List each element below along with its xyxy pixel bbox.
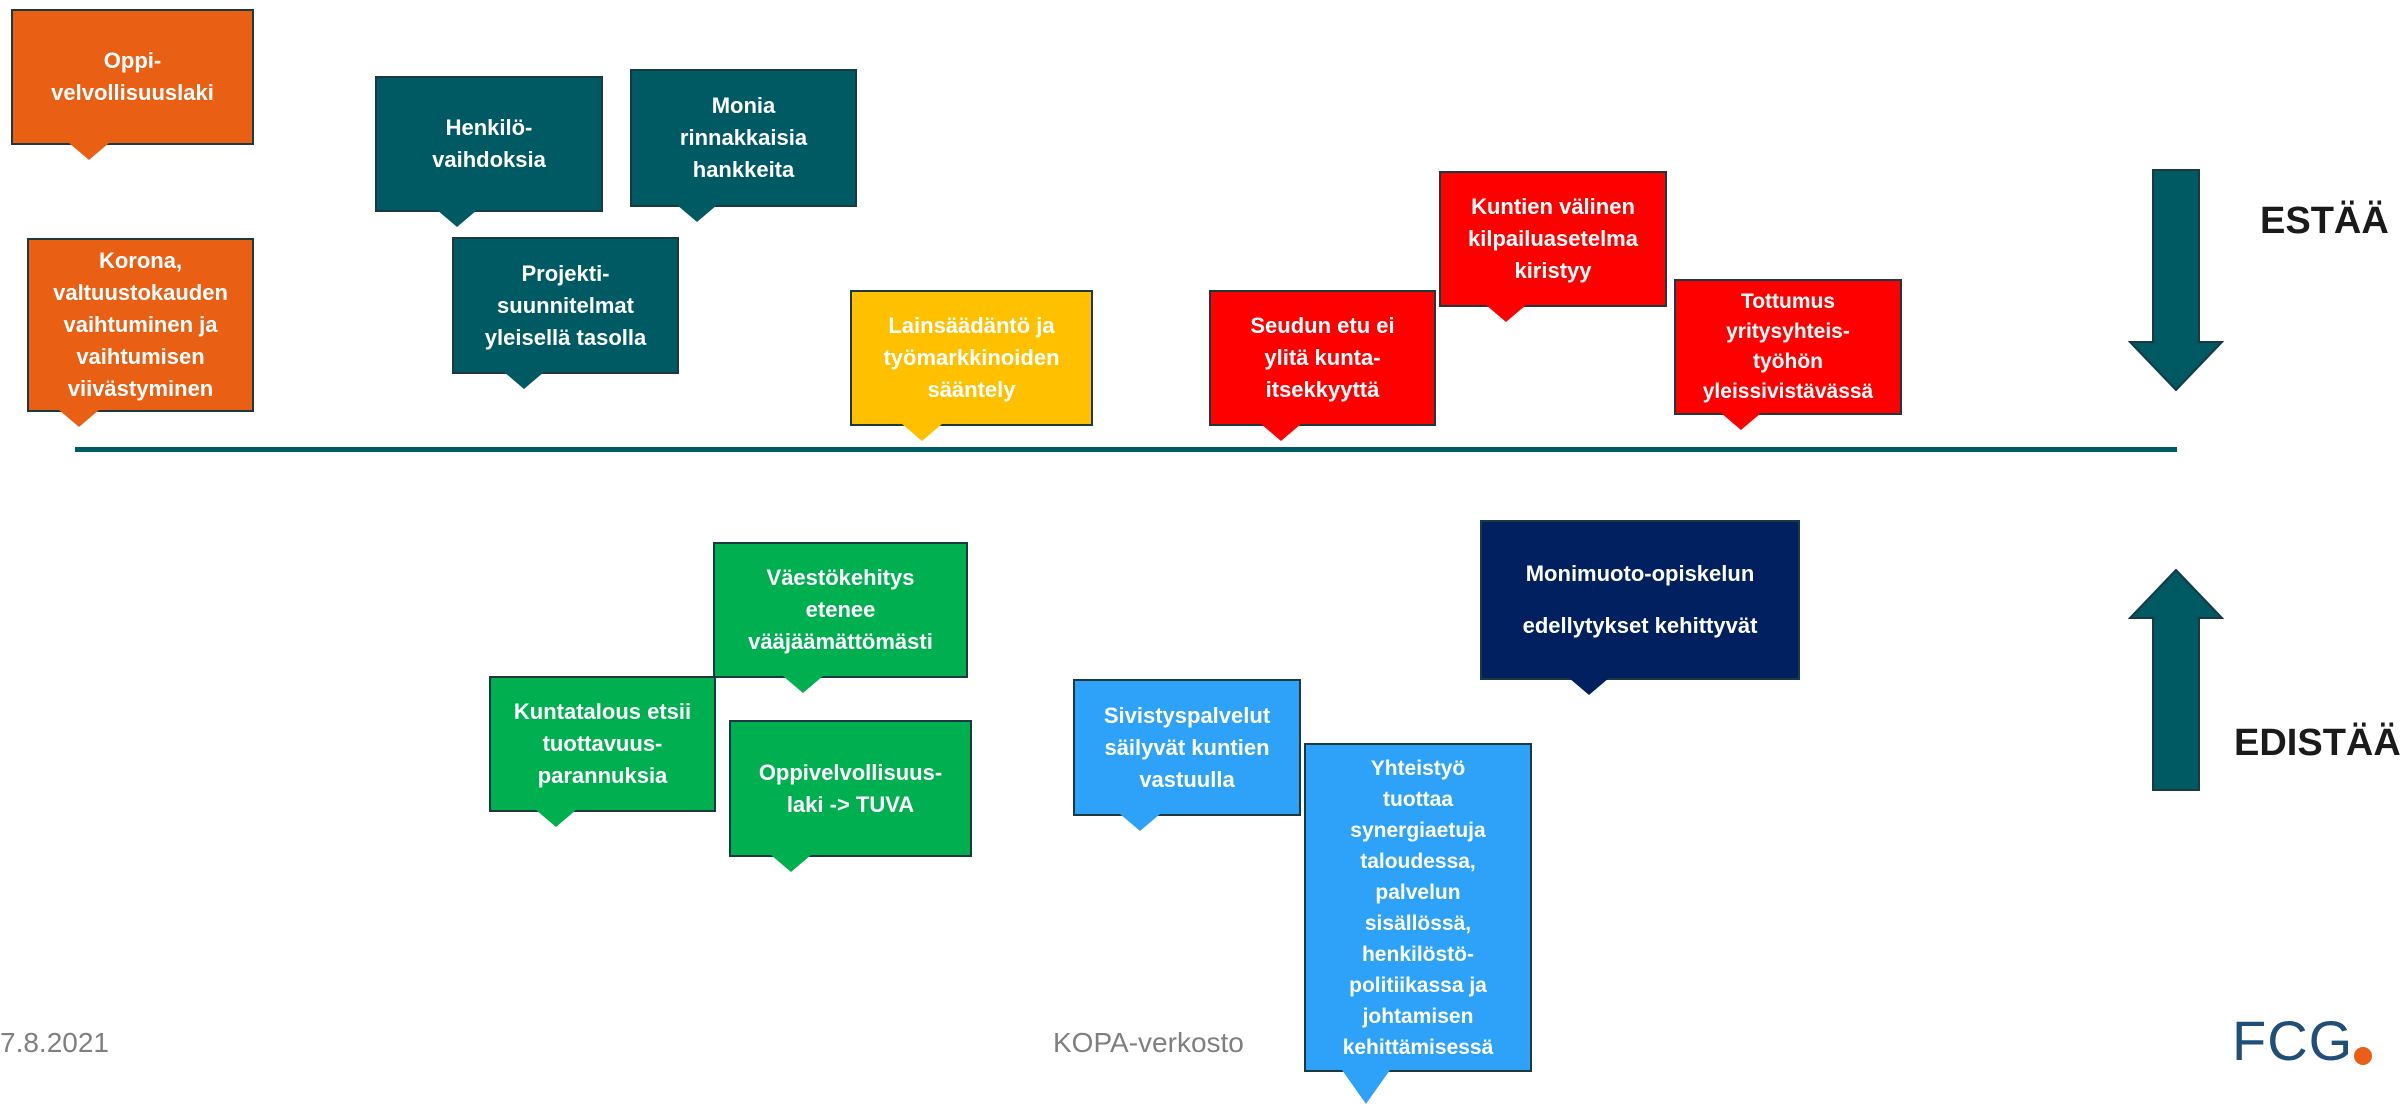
bubble-projektisuunnitelmat: Projekti- suunnitelmat yleisellä tasolla — [452, 237, 679, 389]
bubble-tottumus: Tottumus yritysyhteis- työhön yleissivis… — [1674, 279, 1902, 430]
bubble-pointer — [1342, 1070, 1390, 1104]
bubble-yhteistyo: Yhteistyö tuottaa synergiaetuja taloudes… — [1304, 743, 1532, 1104]
bubble-text: Oppivelvollisuus- laki -> TUVA — [758, 759, 943, 817]
bubble-monimuoto-opiskelu: Monimuoto-opiskelun edellytykset kehitty… — [1480, 520, 1800, 695]
bubble-monia-hankkeita: Monia rinnakkaisia hankkeita — [630, 69, 857, 222]
divider-line — [75, 447, 2177, 452]
bubble-text-line-1: Monimuoto-opiskelun — [1525, 561, 1755, 586]
bubble-vaestokehitys: Väestökehitys etenee vääjäämättömästi — [713, 542, 968, 693]
bubble-text: Tottumus yritysyhteis- työhön yleissivis… — [1702, 290, 1874, 403]
bubble-text-line-2: edellytykset kehittyvät — [1522, 613, 1758, 638]
bubble-text: Väestökehitys etenee vääjäämättömästi — [748, 565, 933, 654]
bubble-pointer — [1261, 424, 1301, 441]
logo-dot-icon — [2354, 1047, 2372, 1065]
footer-date: 7.8.2021 — [0, 1027, 109, 1058]
bubble-text: Lainsäädäntö ja työmarkkinoiden sääntely — [883, 313, 1060, 402]
bubble-text: Kuntatalous etsii tuottavuus- parannuksi… — [513, 699, 692, 788]
bubble-korona: Korona, valtuustokauden vaihtuminen ja v… — [27, 238, 254, 427]
bubble-pointer — [1721, 413, 1761, 430]
bubble-text: Monia rinnakkaisia hankkeita — [679, 93, 808, 182]
label-edistaa: EDISTÄÄ — [2234, 722, 2401, 764]
bubble-pointer — [504, 372, 544, 389]
bubble-pointer — [902, 424, 942, 441]
bubble-text: Kuntien välinen kilpailuasetelma kiristy… — [1468, 194, 1638, 283]
footer-network: KOPA-verkosto — [1053, 1027, 1244, 1058]
bubble-pointer — [536, 810, 576, 827]
arrow-up-icon — [2128, 568, 2224, 791]
bubble-kuntatalous: Kuntatalous etsii tuottavuus- parannuksi… — [489, 676, 716, 827]
arrow-down-icon — [2128, 169, 2224, 392]
label-estaa: ESTÄÄ — [2260, 200, 2389, 242]
bubble-text: Yhteistyö tuottaa synergiaetuja taloudes… — [1342, 756, 1494, 1059]
bubble-text: Oppi- velvollisuuslaki — [51, 48, 214, 105]
bubble-sivistyspalvelut: Sivistyspalvelut säilyvät kuntien vastuu… — [1073, 679, 1301, 831]
bubble-text: Henkilö- vaihdoksia — [432, 115, 546, 172]
bubble-henkilovaihdoksia: Henkilö- vaihdoksia — [375, 76, 603, 227]
bubble-text: Projekti- suunnitelmat yleisellä tasolla — [484, 260, 647, 350]
bubble-text: Sivistyspalvelut säilyvät kuntien vastuu… — [1103, 702, 1271, 792]
bubble-oppivelvollisuus-tuva: Oppivelvollisuus- laki -> TUVA — [729, 720, 972, 872]
bubble-oppivelvollisuuslaki: Oppi- velvollisuuslaki — [11, 9, 254, 160]
bubble-seudun-etu: Seudun etu ei ylitä kunta- itsekkyyttä — [1209, 290, 1436, 441]
bubble-pointer — [69, 143, 109, 160]
bubble-pointer — [783, 676, 823, 693]
bubble-kilpailuasetelma: Kuntien välinen kilpailuasetelma kiristy… — [1439, 171, 1667, 322]
bubble-pointer — [677, 205, 717, 222]
bubble-pointer — [59, 410, 99, 427]
fcg-logo: FCG — [2232, 1009, 2354, 1072]
bubble-text: Korona, valtuustokauden vaihtuminen ja v… — [53, 248, 228, 401]
bubble-pointer — [437, 210, 477, 227]
bubble-pointer — [1569, 678, 1609, 695]
bubble-lainsaadanto: Lainsäädäntö ja työmarkkinoiden sääntely — [850, 290, 1093, 441]
bubble-pointer — [1486, 305, 1526, 322]
bubble-pointer — [1120, 814, 1160, 831]
bubble-text: Seudun etu ei ylitä kunta- itsekkyyttä — [1250, 313, 1395, 402]
bubble-pointer — [771, 855, 811, 872]
